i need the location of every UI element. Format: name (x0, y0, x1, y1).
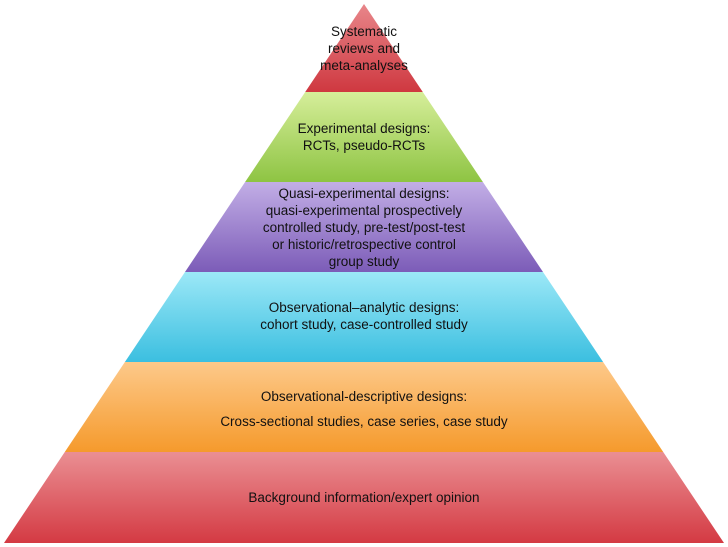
tier-observational-descriptive-label: Observational-descriptive designs: Cross-… (0, 388, 728, 430)
tier-quasi-experimental-line: controlled study, pre-test/post-test (262, 219, 466, 235)
tier-observational-descriptive-line: Observational-descriptive designs: (260, 389, 468, 404)
tier-experimental-label: Experimental designs: RCTs, pseudo-RCTs (0, 120, 728, 154)
tier-observational-analytic-line: cohort study, case-controlled study (260, 317, 468, 332)
tier-quasi-experimental-line: or historic/retrospective control (272, 236, 456, 252)
tier-quasi-experimental-line: quasi-experimental prospectively (265, 202, 463, 218)
tier-experimental-line: RCTs, pseudo-RCTs (302, 138, 426, 153)
tier-experimental-shape (245, 92, 483, 182)
tier-observational-descriptive-shape (64, 362, 664, 452)
tier-systematic-reviews-line: Systematic (330, 23, 398, 39)
tier-observational-analytic-line: Observational–analytic designs: (268, 300, 460, 315)
tier-quasi-experimental-label: Quasi-experimental designs:quasi-experim… (0, 185, 728, 270)
tier-quasi-experimental-line: group study (328, 253, 400, 269)
tier-background-line: Background information/expert opinion (248, 489, 480, 505)
tier-background-shape (4, 452, 724, 543)
tier-observational-analytic-label: Observational–analytic designs: cohort st… (0, 299, 728, 333)
tier-observational-analytic-shape (124, 272, 604, 362)
tier-quasi-experimental-line: Quasi-experimental designs: (278, 185, 450, 201)
tier-systematic-reviews-shape (305, 4, 423, 92)
tier-background-label: Background information/expert opinion (0, 489, 728, 506)
tier-experimental-line: Experimental designs: (297, 121, 431, 136)
tier-systematic-reviews-line: meta-analyses (320, 57, 408, 73)
tier-observational-descriptive-line: Cross-sectional studies, case series, ca… (220, 414, 508, 429)
tier-quasi-experimental-shape (185, 182, 543, 272)
tier-systematic-reviews-line: reviews and (327, 40, 401, 56)
